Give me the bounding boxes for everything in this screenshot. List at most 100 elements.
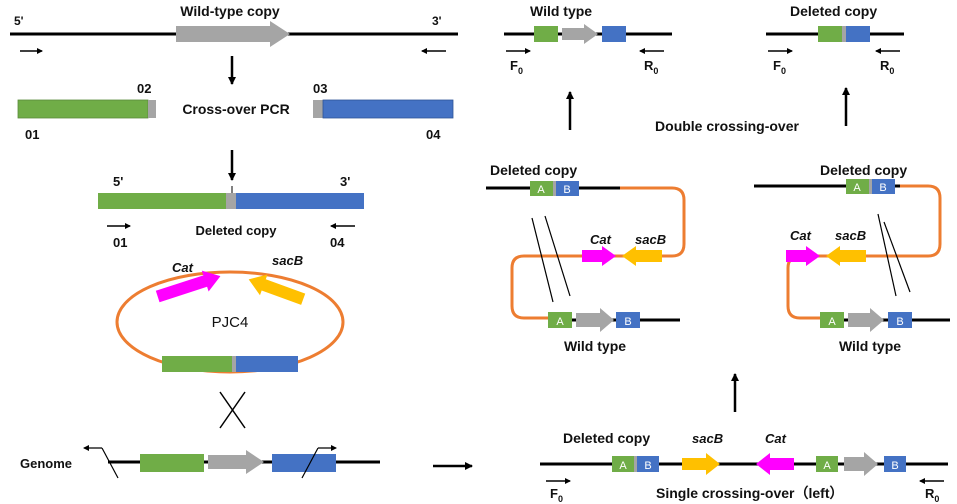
right-int-bottom-a-region: [820, 312, 844, 328]
plasmid-downstream-region: [236, 356, 298, 372]
upstream-fragment-overlap: [148, 100, 156, 118]
right-int-bottom-b-region: [888, 312, 912, 328]
result-deleted-copy-b-region: [846, 26, 870, 42]
left-int-top-b-region: [556, 181, 579, 196]
recombination-cross-symbol: [219, 391, 246, 429]
left-int-wild-type-label: Wild type: [564, 338, 626, 354]
right-int-cat-gene: [786, 246, 820, 266]
single-a1-label: A: [619, 460, 627, 472]
right-int-bottom-gene: [848, 308, 884, 332]
primer-01-label: 01: [25, 127, 39, 142]
result-wild-type-gene: [562, 24, 598, 44]
deleted-construct-panel: 5' 3' Deleted copy 01 04: [98, 174, 364, 250]
genome-break-left: [101, 447, 119, 479]
right-int-cross-line-2: [883, 221, 911, 293]
genome-downstream-region: [272, 454, 336, 472]
right-int-top-a-region: [846, 179, 869, 194]
deleted-copy-result-panel: Deleted copy F0 R0: [766, 3, 904, 76]
single-scar: [634, 456, 637, 472]
construct-scar: [226, 193, 236, 209]
wild-type-result-panel: Wild type F0 R0: [504, 3, 672, 76]
left-intermediate-panel: Deleted copy A B Cat sacB A B Wild type: [486, 162, 686, 354]
construct-downstream-region: [236, 193, 364, 209]
right-intermediate-panel: Deleted copy A B Cat sacB A B Wild type: [754, 162, 950, 354]
genome-label: Genome: [20, 456, 72, 471]
genome-upstream-region: [140, 454, 204, 472]
wild-type-copy-panel: Wild-type copy 5' 3': [10, 3, 458, 54]
result-wild-type-a-region: [534, 26, 558, 42]
wild-type-copy-label: Wild-type copy: [180, 3, 280, 19]
genome-break-right: [301, 447, 319, 479]
single-sacb-gene: [682, 453, 720, 475]
downstream-fragment-overlap: [313, 100, 323, 118]
left-int-sacb-gene: [622, 246, 662, 266]
construct-three-prime-label: 3': [340, 174, 350, 189]
left-int-bottom-gene: [576, 308, 614, 332]
three-prime-label: 3': [432, 14, 442, 28]
left-int-cat-label: Cat: [590, 232, 612, 247]
left-int-bottom-b-region: [616, 312, 640, 328]
right-int-wild-type-label: Wild type: [839, 338, 901, 354]
wild-type-gene-arrow: [176, 21, 290, 47]
downstream-fragment: [322, 99, 454, 119]
left-int-bottom-a-region: [548, 312, 572, 328]
single-r0-label: R0: [925, 486, 939, 504]
plasmid-sacb-label: sacB: [272, 253, 303, 268]
primer-02-label: 02: [137, 81, 151, 96]
result-deleted-copy-r0-label: R0: [880, 58, 894, 76]
single-crossing-over-label: Single crossing-over（left）: [656, 485, 843, 501]
left-int-bottom-a-label: A: [556, 316, 564, 328]
right-int-sacb-gene: [826, 246, 866, 266]
right-int-bottom-a-label: A: [828, 316, 836, 328]
result-deleted-copy-a-region: [818, 26, 842, 42]
crossover-pcr-panel: 02 03 Cross-over PCR 01 04: [17, 81, 454, 142]
single-a2-region: [816, 456, 838, 472]
construct-primer-01-label: 01: [113, 235, 127, 250]
single-target-gene: [844, 452, 878, 476]
single-f0-label: F0: [550, 486, 563, 504]
left-int-cross-line-2: [544, 215, 571, 297]
plasmid-cat-gene: [155, 270, 221, 303]
plasmid-cat-label: Cat: [172, 260, 194, 275]
single-b1-region: [637, 456, 659, 472]
right-int-sacb-label: sacB: [835, 228, 866, 243]
result-deleted-copy-f0-label: F0: [773, 58, 786, 76]
left-int-cat-gene: [582, 246, 616, 266]
result-wild-type-r0-label: R0: [644, 58, 658, 76]
right-int-cat-label: Cat: [790, 228, 812, 243]
result-deleted-copy-label: Deleted copy: [790, 3, 877, 19]
single-deleted-copy-label: Deleted copy: [563, 430, 650, 446]
construct-deleted-copy-label: Deleted copy: [196, 223, 278, 238]
genome-panel: Genome: [20, 445, 380, 479]
right-int-top-b-label: B: [879, 182, 886, 194]
double-crossing-over-label: Double crossing-over: [655, 118, 799, 134]
result-deleted-copy-scar: [842, 26, 846, 42]
crossover-pcr-label: Cross-over PCR: [182, 101, 289, 117]
single-b1-label: B: [644, 460, 651, 472]
five-prime-label: 5': [14, 14, 24, 28]
upstream-fragment: [17, 99, 149, 119]
construct-upstream-region: [98, 193, 226, 209]
left-int-top-a-label: A: [537, 184, 545, 196]
plasmid-upstream-region: [162, 356, 232, 372]
plasmid-sacb-gene: [248, 274, 306, 305]
right-int-top-a-label: A: [853, 182, 861, 194]
primer-03-label: 03: [313, 81, 327, 96]
plasmid-scar: [232, 356, 236, 372]
left-int-top-a-region: [530, 181, 553, 196]
right-int-top-scar: [869, 179, 872, 194]
left-int-cross-line-1: [531, 217, 554, 303]
single-a2-label: A: [823, 460, 831, 472]
left-int-top-b-label: B: [563, 184, 570, 196]
construct-five-prime-label: 5': [113, 174, 123, 189]
single-b2-label: B: [891, 460, 898, 472]
result-wild-type-f0-label: F0: [510, 58, 523, 76]
right-int-top-b-region: [872, 179, 895, 194]
right-int-deleted-copy-label: Deleted copy: [820, 162, 907, 178]
single-crossover-panel: Deleted copy sacB Cat A B A B F0 Single …: [540, 430, 948, 504]
left-int-top-scar: [553, 181, 556, 196]
primer-04-label: 04: [426, 127, 441, 142]
plasmid-pjc4: PJC4 Cat sacB: [115, 253, 345, 374]
single-sacb-label: sacB: [692, 431, 723, 446]
